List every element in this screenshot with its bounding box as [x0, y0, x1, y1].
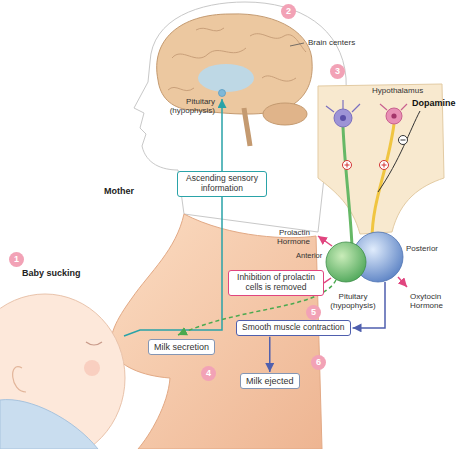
- callout-number: 6: [311, 355, 326, 370]
- cerebellum: [263, 103, 307, 125]
- inhibit-sign: [399, 136, 408, 145]
- callout-text: 1: [14, 255, 19, 264]
- process-box: Milk ejected: [240, 373, 300, 389]
- neuron-nucleus: [340, 115, 346, 121]
- brain-fold: [250, 34, 306, 52]
- callout-text: 3: [335, 67, 340, 76]
- process-box: Inhibition of prolactin cells is removed: [228, 270, 324, 296]
- callout-text: 2: [286, 7, 291, 16]
- inhibition-link: [324, 278, 331, 283]
- stimulate-sign: [343, 161, 352, 170]
- process-box: Milk secretion: [148, 339, 215, 355]
- part-label: Pituitary (hypophysis): [328, 292, 378, 310]
- neuron-body: [334, 109, 352, 127]
- hypothalamus-detail: [318, 84, 444, 246]
- flow-arrow: [269, 337, 271, 372]
- box-text: Milk secretion: [154, 342, 209, 352]
- brain-fold: [262, 76, 296, 81]
- callout-text: 5: [311, 308, 316, 317]
- part-label: Baby sucking: [22, 268, 81, 278]
- head-outline: [134, 2, 346, 232]
- part-label: Oxytocin Hormone: [410, 292, 450, 310]
- cerebrum: [157, 14, 312, 114]
- sensory-pathway: [124, 99, 222, 336]
- baby-head: [0, 294, 125, 449]
- baby-cheek: [84, 360, 100, 376]
- dopamine-pathway: [378, 111, 420, 192]
- stimulate-sign: [380, 161, 389, 170]
- callout-text: 4: [206, 369, 211, 378]
- process-box: Ascending sensory information: [177, 171, 267, 197]
- hormone-arrow: [318, 236, 332, 246]
- callout-number: 1: [9, 252, 24, 267]
- part-label: Brain centers: [308, 38, 355, 47]
- box-text: Inhibition of prolactin cells is removed: [234, 273, 318, 293]
- plus-mark: [382, 163, 387, 168]
- box-text: Milk ejected: [246, 376, 294, 386]
- baby-clothes: [0, 400, 98, 449]
- part-label: Dopamine: [412, 98, 456, 108]
- callout-number: 3: [330, 64, 345, 79]
- neuron-axon: [343, 127, 352, 246]
- part-label: Pituitary (hypophysis): [155, 97, 215, 115]
- callout-number: 2: [281, 4, 296, 19]
- callout-number: 5: [306, 305, 321, 320]
- leader-line: [290, 43, 304, 46]
- brain-fold: [168, 87, 194, 90]
- plus-mark: [345, 163, 350, 168]
- neuron-axon: [372, 124, 394, 240]
- process-box: Smooth muscle contraction: [236, 320, 351, 336]
- brain-center-region: [198, 64, 254, 92]
- brain-fold: [196, 28, 224, 31]
- brain-fold: [172, 48, 246, 58]
- callout-text: 6: [316, 358, 321, 367]
- brain: [157, 14, 312, 146]
- baby: [0, 294, 125, 449]
- pituitary-gland: [219, 90, 226, 97]
- neuron-nucleus: [391, 113, 396, 118]
- minus-mark: [401, 140, 406, 141]
- box-text: Ascending sensory information: [183, 174, 261, 194]
- baby-ear: [13, 367, 26, 392]
- part-label: Mother: [104, 186, 134, 196]
- hormone-arrow: [398, 277, 407, 287]
- baby-eye: [86, 342, 102, 345]
- part-label: Hypothalamus: [372, 86, 423, 95]
- part-label: Anterior: [296, 252, 322, 261]
- anterior-pituitary: [326, 242, 366, 282]
- callout-number: 4: [201, 366, 216, 381]
- neuron-body: [386, 108, 402, 124]
- part-label: Posterior: [406, 244, 438, 253]
- brain-stem: [244, 108, 250, 146]
- box-text: Smooth muscle contraction: [242, 323, 345, 333]
- part-label: Prolactin Hormone: [266, 228, 310, 246]
